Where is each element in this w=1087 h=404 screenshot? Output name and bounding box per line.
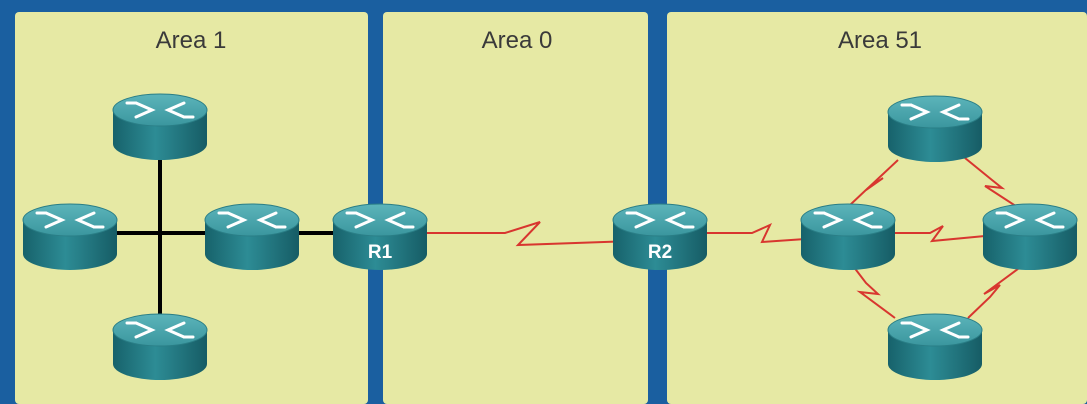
router-top: [887, 95, 983, 129]
router-label-r1: R1: [368, 242, 393, 263]
router-label-r2: R2: [648, 242, 672, 263]
router-r2[interactable]: R2: [612, 203, 708, 270]
router-arrows-icon: [900, 103, 970, 121]
router-a51-top[interactable]: [887, 95, 983, 162]
router-top: [204, 203, 300, 237]
router-top: [332, 203, 428, 237]
area-1-label: Area 1: [156, 27, 227, 54]
serial-link-a51-bottom-right: [967, 259, 1031, 319]
serial-link-a51-left-top: [849, 159, 899, 206]
router-arrows-icon: [625, 211, 695, 229]
area-0-label: Area 0: [482, 27, 553, 54]
router-top: [112, 313, 208, 347]
serial-link-r1-r2: [420, 221, 661, 247]
router-top: [982, 203, 1078, 237]
router-arrows-icon: [995, 211, 1065, 229]
router-arrows-icon: [35, 211, 105, 229]
router-r1[interactable]: R1: [332, 203, 428, 270]
serial-link-r2-a51: [705, 222, 821, 244]
router-arrows-icon: [900, 321, 970, 339]
router-a1-left[interactable]: [22, 203, 118, 270]
router-a51-right[interactable]: [982, 203, 1078, 270]
router-top: [112, 93, 208, 127]
serial-link-a51-left-right: [890, 225, 986, 243]
router-arrows-icon: [125, 101, 195, 119]
router-top: [800, 203, 896, 237]
serial-links: [420, 157, 1031, 319]
serial-link-a51-left-bottom: [849, 261, 896, 319]
router-a51-left[interactable]: [800, 203, 896, 270]
router-a1-top[interactable]: [112, 93, 208, 160]
router-top: [22, 203, 118, 237]
area-51-label: Area 51: [838, 27, 922, 54]
router-arrows-icon: [125, 321, 195, 339]
area-1-panel: [15, 12, 368, 404]
router-arrows-icon: [217, 211, 287, 229]
serial-link-a51-top-right: [964, 157, 1023, 211]
router-a1-center[interactable]: [204, 203, 300, 270]
router-top: [887, 313, 983, 347]
router-arrows-icon: [813, 211, 883, 229]
router-a51-bottom[interactable]: [887, 313, 983, 380]
area-0-panel: [383, 12, 648, 404]
router-top: [612, 203, 708, 237]
router-arrows-icon: [345, 211, 415, 229]
routers: R1 R2: [22, 93, 1078, 380]
router-a1-bottom[interactable]: [112, 313, 208, 380]
